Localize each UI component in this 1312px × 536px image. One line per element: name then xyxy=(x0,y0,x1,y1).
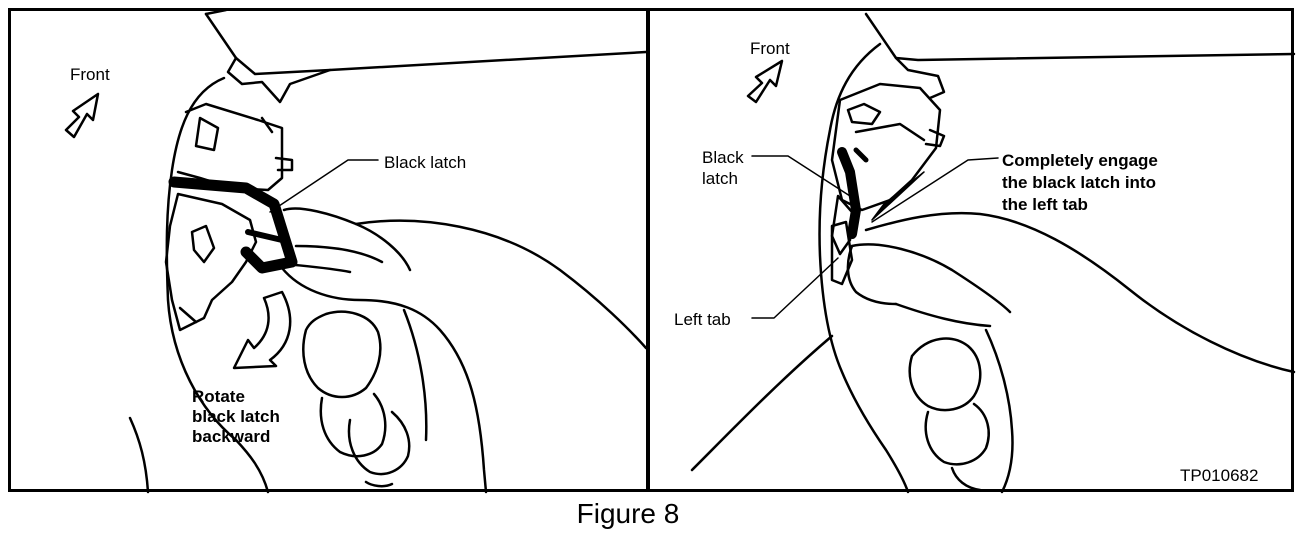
figure-caption: Figure 8 xyxy=(576,498,680,529)
rotate-arrow-icon xyxy=(232,290,292,370)
rotate-instruction-line-2: black latch xyxy=(192,407,280,426)
right-black-latch-label-line-1: Black xyxy=(702,148,744,167)
right-black-latch-label-line-2: latch xyxy=(702,169,738,188)
rotate-instruction-line-3: backward xyxy=(192,427,271,446)
reference-code: TP010682 xyxy=(1180,466,1259,485)
figure-frame xyxy=(8,8,1294,492)
panel-divider xyxy=(646,8,650,492)
engage-instruction-line-2: the black latch into xyxy=(1002,173,1156,192)
rotate-instruction-line-1: Rotate xyxy=(192,387,245,406)
left-black-latch-label: Black latch xyxy=(384,153,467,172)
front-arrow-icon xyxy=(64,92,100,139)
engage-instruction-line-1: Completely engage xyxy=(1002,151,1158,170)
engage-instruction-line-3: the left tab xyxy=(1002,195,1088,214)
right-front-label: Front xyxy=(750,39,790,58)
front-arrow-icon xyxy=(746,59,784,104)
left-front-label: Front xyxy=(70,65,110,84)
left-tab-label: Left tab xyxy=(674,310,731,329)
